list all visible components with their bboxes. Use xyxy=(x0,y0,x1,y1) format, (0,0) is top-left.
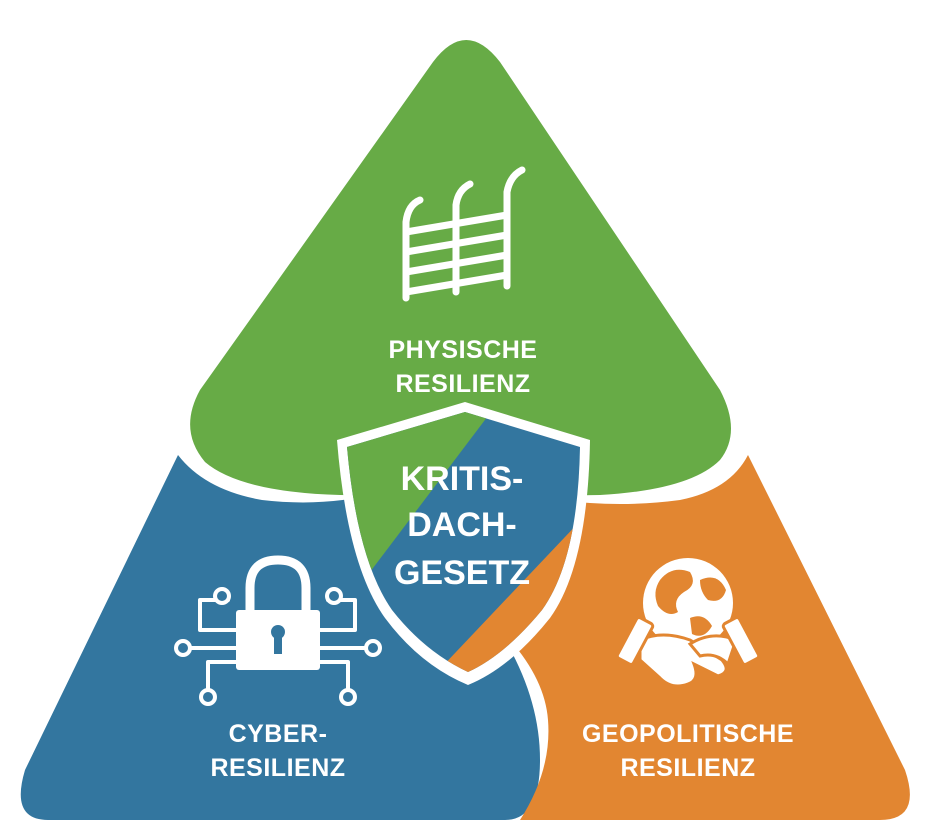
circuit-lock-icon xyxy=(174,555,382,706)
center-label-line2: DACH- xyxy=(407,506,517,544)
physical-resilience-segment xyxy=(190,40,732,496)
cyber-label-line2: RESILIENZ xyxy=(210,754,345,782)
fence-icon xyxy=(402,166,526,302)
cyber-label-line1: CYBER- xyxy=(229,720,328,748)
center-label-line1: KRITIS- xyxy=(401,460,524,498)
globe-handshake-icon xyxy=(615,558,761,688)
center-label-line3: GESETZ xyxy=(394,554,530,592)
geopolitical-label-line1: GEOPOLITISCHE xyxy=(582,720,794,748)
physical-label-line2: RESILIENZ xyxy=(395,370,530,398)
geopolitical-label-line2: RESILIENZ xyxy=(620,754,755,782)
physical-label-line1: PHYSISCHE xyxy=(389,336,538,364)
